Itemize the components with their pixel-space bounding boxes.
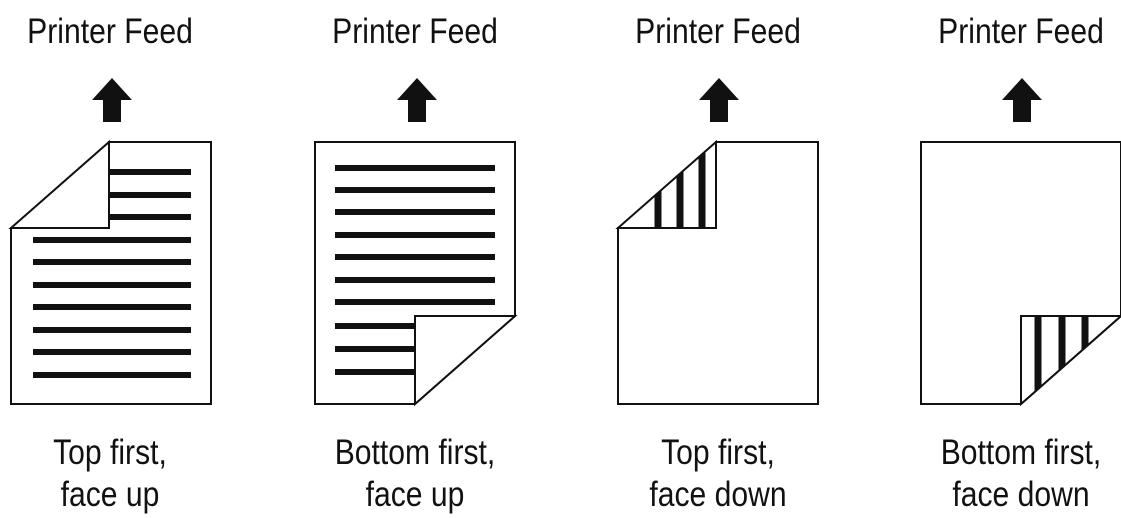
caption-line-1: Bottom first, xyxy=(926,432,1115,474)
printer-feed-label: Printer Feed xyxy=(623,8,812,56)
arrow-up-icon xyxy=(699,78,739,122)
printer-feed-label: Printer Feed xyxy=(926,8,1115,56)
arrow-up-icon xyxy=(92,78,132,122)
printer-feed-label: Printer Feed xyxy=(15,8,204,56)
caption-line-1: Top first, xyxy=(623,432,812,474)
arrow-up-icon xyxy=(397,78,437,122)
panel-top-first-face-up: Printer Feed Top first, face up xyxy=(0,0,220,518)
caption-line-2: face down xyxy=(926,474,1115,516)
page-icon xyxy=(313,140,517,406)
panel-top-first-face-down: Printer Feed Top first, face down xyxy=(608,0,828,518)
caption-line-2: face up xyxy=(320,474,509,516)
page-icon xyxy=(616,140,820,406)
caption-line-2: face up xyxy=(15,474,204,516)
panel-bottom-first-face-up: Printer Feed Bottom first, face up xyxy=(305,0,525,518)
printer-feed-label: Printer Feed xyxy=(320,8,509,56)
caption-line-2: face down xyxy=(623,474,812,516)
page-icon xyxy=(919,140,1121,406)
caption-line-1: Bottom first, xyxy=(320,432,509,474)
panel-bottom-first-face-down: Printer Feed Bottom first, face down xyxy=(911,0,1121,518)
caption: Top first, face up xyxy=(15,432,204,516)
page-icon xyxy=(9,140,213,406)
caption-line-1: Top first, xyxy=(15,432,204,474)
caption: Top first, face down xyxy=(623,432,812,516)
caption: Bottom first, face down xyxy=(926,432,1115,516)
arrow-up-icon xyxy=(1002,78,1042,122)
caption: Bottom first, face up xyxy=(320,432,509,516)
